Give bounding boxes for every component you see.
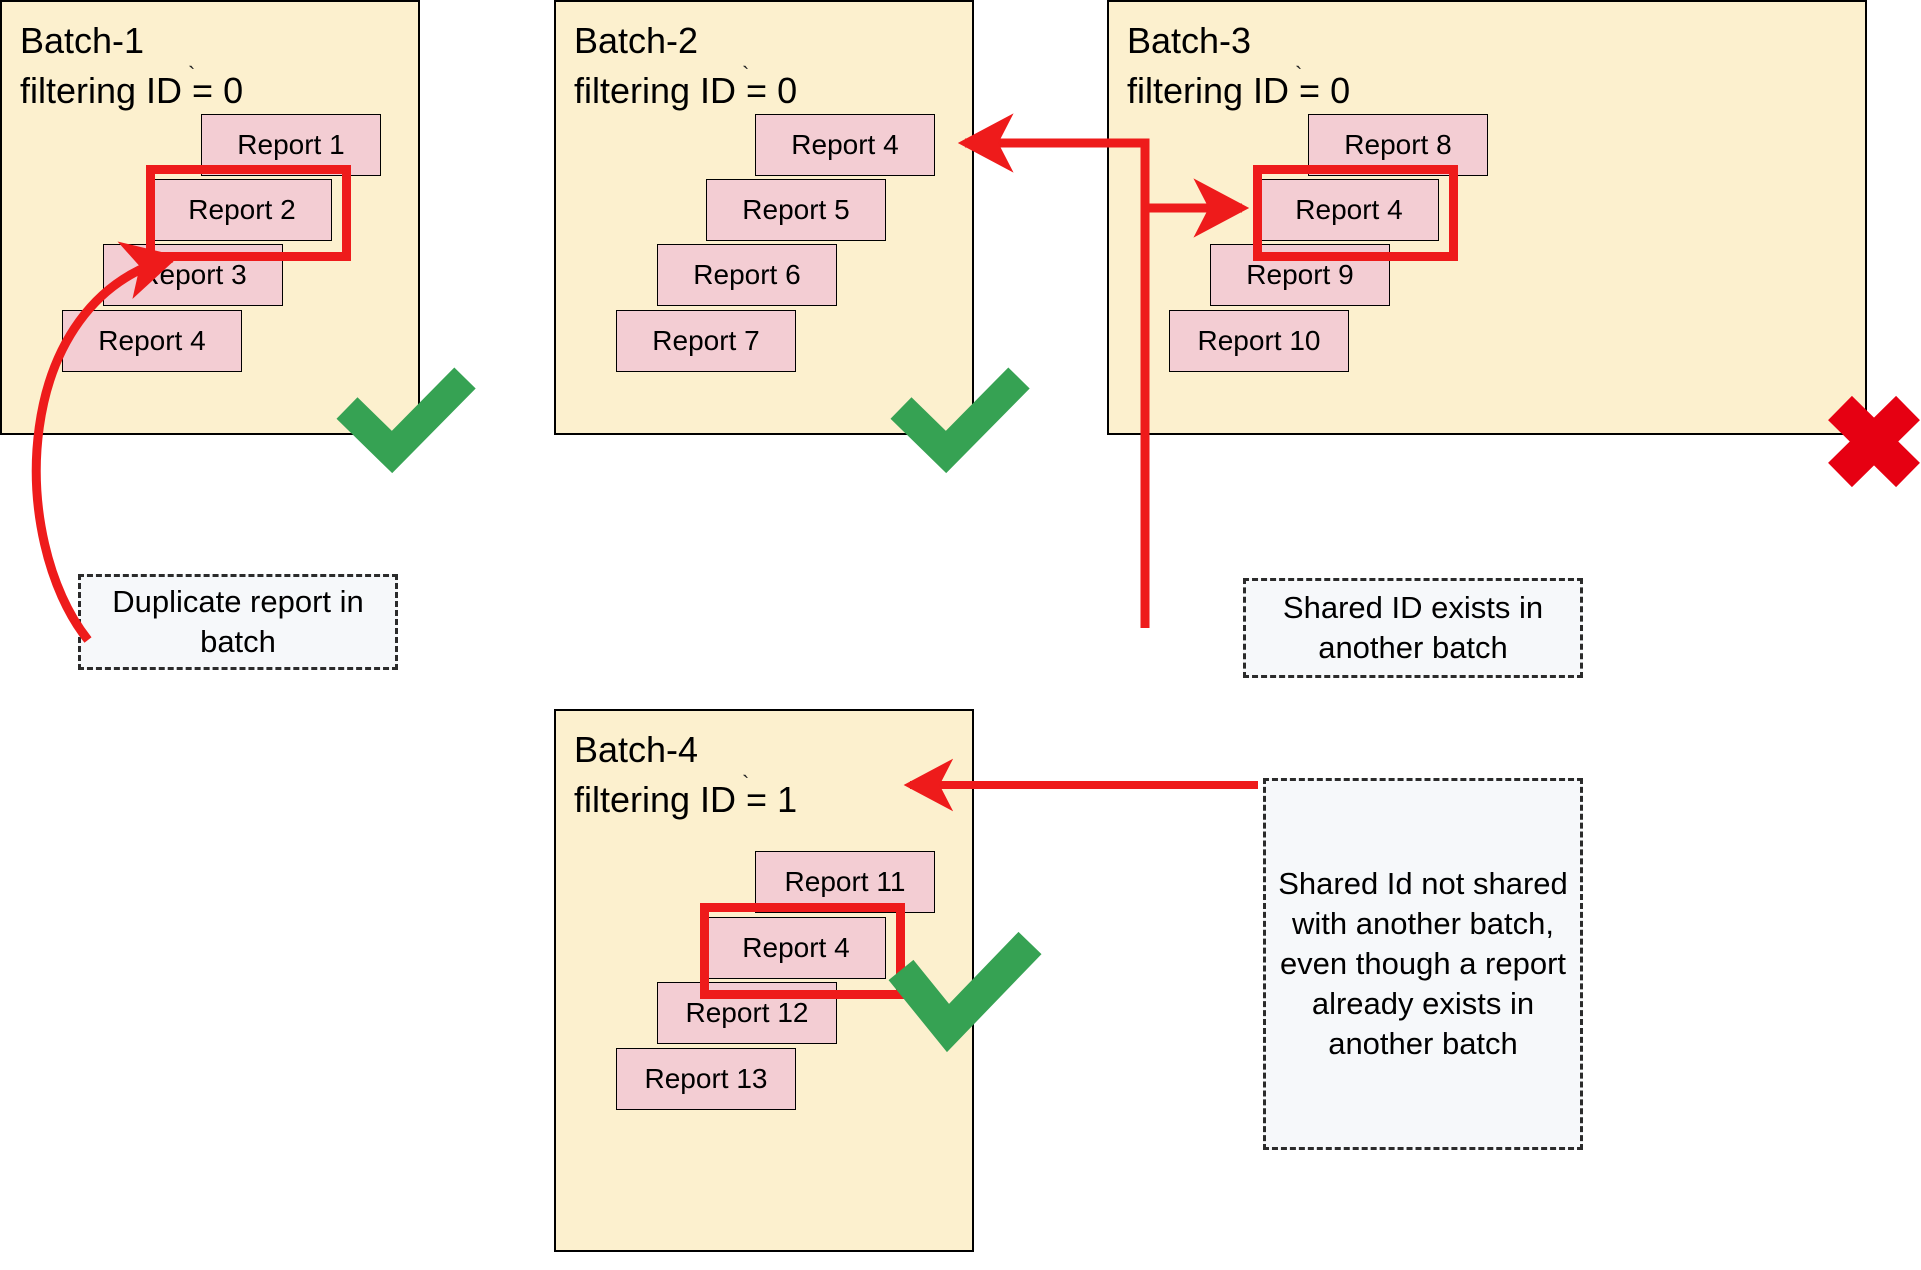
batch-2-title: Batch-2 filtering ID = 0` [574,16,797,116]
note-text: Duplicate report in batch [112,584,364,659]
report-card[interactable]: Report 7 [616,310,796,372]
report-label: Report 2 [188,194,296,225]
report-label: Report 10 [1197,325,1321,356]
report-card[interactable]: Report 4 [755,114,935,176]
report-label: Report 3 [139,259,247,290]
tick-mark-1: ` [188,62,196,87]
tick-mark-3: ` [1295,62,1303,87]
report-label: Report 4 [1295,194,1403,225]
report-label: Report 4 [791,129,899,160]
report-card[interactable]: Report 4 [706,917,886,979]
report-card[interactable]: Report 5 [706,179,886,241]
report-label: Report 9 [1246,259,1354,290]
duplicate-report-note: Duplicate report in batch [78,574,398,670]
highlight-box-report-4-batch4 [700,903,905,999]
tick-mark-4: ` [742,771,750,796]
report-card[interactable]: Report 2 [152,179,332,241]
report-card[interactable]: Report 6 [657,244,837,306]
highlight-box-report-2 [146,165,351,261]
report-label: Report 11 [784,866,906,897]
report-label: Report 13 [644,1063,768,1094]
note-text: Shared ID exists in another batch [1282,590,1544,665]
batch-2-name: Batch-2 [574,20,699,61]
report-label: Report 4 [98,325,206,356]
tick-mark-2: ` [742,62,750,87]
shared-id-exists-note: Shared ID exists in another batch [1243,578,1583,678]
report-label: Report 4 [742,932,850,963]
batch-1-name: Batch-1 [20,20,145,61]
batch-card-2: Batch-2 filtering ID = 0` Report 4 Report… [554,0,974,435]
batch-3-filter: filtering ID = 0 [1127,70,1351,111]
report-label: Report 5 [742,194,850,225]
note-text: Shared Id not shared with another batch,… [1278,866,1568,1061]
report-card[interactable]: Report 13 [616,1048,796,1110]
batch-1-title: Batch-1 filtering ID = 0` [20,16,243,116]
batch-4-title: Batch-4 filtering ID = 1` [574,725,797,825]
report-card[interactable]: Report 4 [1259,179,1439,241]
batch-card-1: Batch-1 filtering ID = 0` Report 1 Report… [0,0,420,435]
batch-card-3: Batch-3 filtering ID = 0` Report 8 Report… [1107,0,1867,435]
report-label: Report 1 [237,129,345,160]
report-label: Report 8 [1344,129,1452,160]
shared-id-not-shared-note: Shared Id not shared with another batch,… [1263,778,1583,1150]
batch-1-filter: filtering ID = 0 [20,70,244,111]
report-card[interactable]: Report 10 [1169,310,1349,372]
batch-3-title: Batch-3 filtering ID = 0` [1127,16,1350,116]
report-card[interactable]: Report 11 [755,851,935,913]
report-card[interactable]: Report 4 [62,310,242,372]
report-label: Report 12 [685,997,809,1028]
batch-4-name: Batch-4 [574,729,699,770]
batch-4-filter: filtering ID = 1 [574,779,798,820]
highlight-box-report-4-batch3 [1253,165,1458,261]
batch-card-4: Batch-4 filtering ID = 1` Report 11 Repor… [554,709,974,1252]
report-label: Report 6 [693,259,801,290]
report-label: Report 7 [652,325,760,356]
batch-2-filter: filtering ID = 0 [574,70,798,111]
batch-3-name: Batch-3 [1127,20,1252,61]
